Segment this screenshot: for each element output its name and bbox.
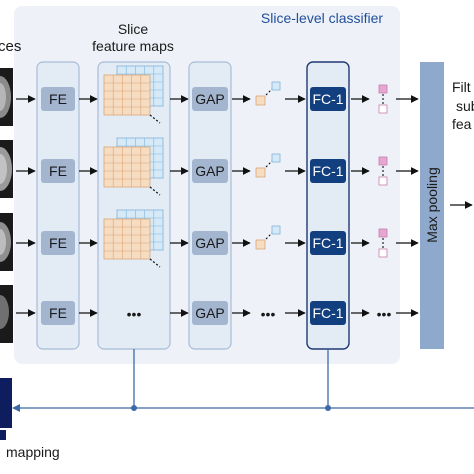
row-1-fe-block — [41, 87, 75, 111]
right-label-line1: Filt — [452, 79, 471, 95]
row-1-gap-block — [192, 87, 228, 111]
max-pooling-block — [420, 62, 444, 349]
row-2-vector-end — [271, 153, 281, 163]
mri-slice-images — [0, 68, 13, 343]
row-2-output-bottom — [378, 176, 388, 186]
row-2-fe-block — [41, 159, 75, 183]
row-1-vector-start — [255, 95, 266, 106]
mapping-label: mapping — [6, 444, 60, 460]
row-2-gap-label: GAP — [195, 163, 225, 179]
row-2-fe-label: FE — [49, 163, 67, 179]
feedback-connection — [12, 349, 474, 412]
row-4-feature-map-ellipsis: ••• — [127, 306, 142, 322]
right-label-line2: sub — [456, 98, 474, 114]
row-3-vector-start — [255, 239, 266, 250]
row-2-fc-label: FC-1 — [312, 163, 343, 179]
row-1-fe-label: FE — [49, 91, 67, 107]
row-4-fe-label: FE — [49, 305, 67, 321]
max-pooling-label: Max pooling — [424, 167, 440, 243]
row-2-output-top — [378, 156, 388, 166]
right-label-line3: fea — [452, 116, 472, 132]
gap-column — [188, 61, 232, 350]
row-1-fc-label: FC-1 — [312, 91, 343, 107]
row-1-fc-block — [310, 87, 346, 111]
mapping-stack-icon — [0, 378, 12, 440]
row-2-vector-start — [255, 167, 266, 178]
slice-feature-maps-label-line1: Slice — [118, 21, 149, 37]
row-1-output-top — [378, 84, 388, 94]
slice-feature-maps-label-line2: feature maps — [92, 38, 174, 54]
row-3-fe-block — [41, 231, 75, 255]
row-1-vector-end — [271, 81, 281, 91]
row-3-output-bottom — [378, 248, 388, 258]
row-3-vector-end — [271, 225, 281, 235]
row-3-fc-block — [310, 231, 346, 255]
slices-label: ces — [0, 38, 21, 55]
row-4-vector-ellipsis: ••• — [261, 306, 276, 322]
row-4-gap-label: GAP — [195, 305, 225, 321]
row-3-vector-dots — [265, 232, 273, 240]
row-4-gap-block — [192, 301, 228, 325]
row-3-gap-block — [192, 231, 228, 255]
row-4-fc-block — [310, 301, 346, 325]
row-1-output-bottom — [378, 104, 388, 114]
row-4-fc-label: FC-1 — [312, 305, 343, 321]
fe-column — [36, 61, 80, 350]
classifier-title: Slice-level classifier — [261, 10, 383, 26]
row-2-feature-map-front — [103, 146, 151, 188]
row-4-fe-block — [41, 301, 75, 325]
row-3-output-top — [378, 228, 388, 238]
row-1-vector-dots — [265, 88, 273, 96]
row-3-gap-label: GAP — [195, 235, 225, 251]
row-1-feature-map-front — [103, 74, 151, 116]
row-3-fe-label: FE — [49, 235, 67, 251]
row-4-output-ellipsis: ••• — [377, 306, 392, 322]
row-3-fc-label: FC-1 — [312, 235, 343, 251]
row-2-fc-block — [310, 159, 346, 183]
row-3-feature-map-front — [103, 218, 151, 260]
row-2-gap-block — [192, 159, 228, 183]
row-1-gap-label: GAP — [195, 91, 225, 107]
row-2-vector-dots — [265, 160, 273, 168]
